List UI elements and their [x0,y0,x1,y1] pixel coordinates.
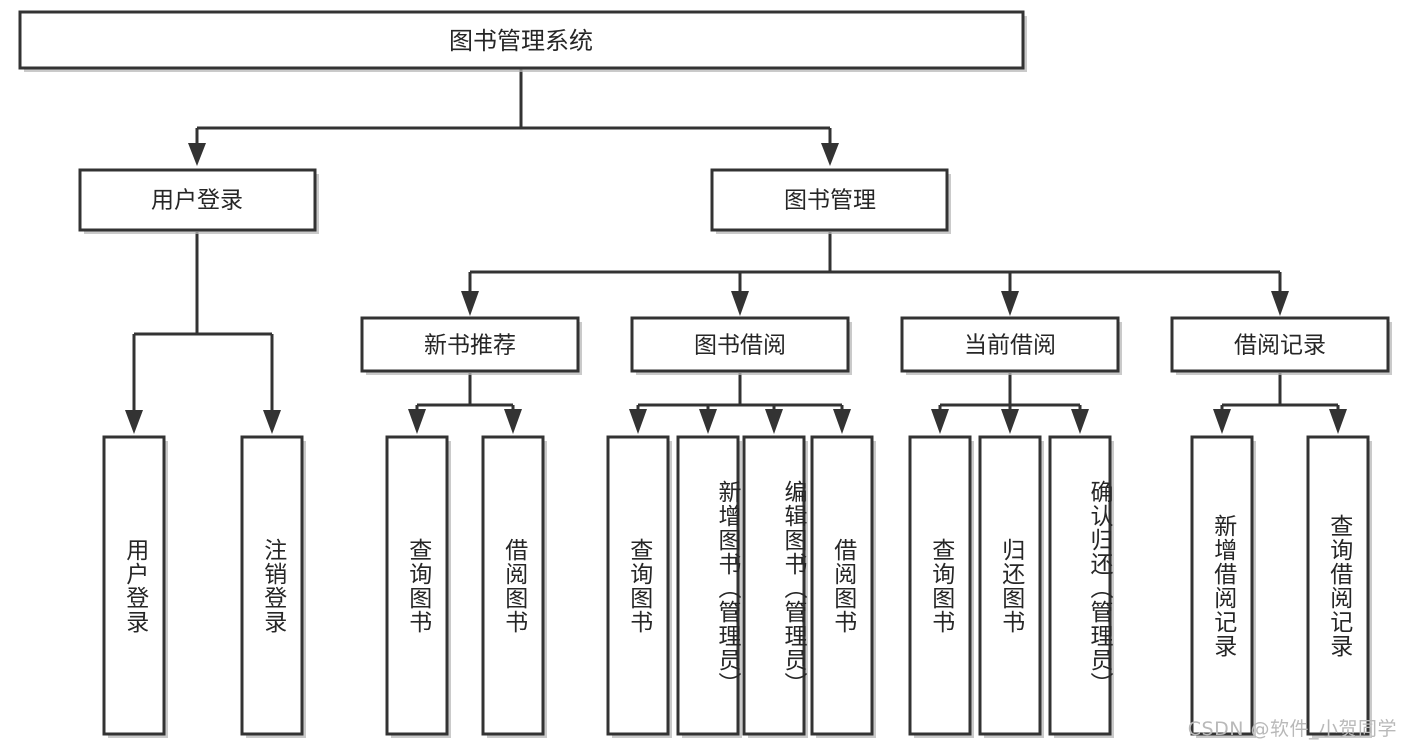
arrowhead-leaf-borrow-book-2 [833,409,851,434]
arrowhead-leaf-query-record [1329,409,1347,434]
arrowhead-leaf-borrow-book-1 [504,409,522,434]
arrowhead-leaf-edit-book [765,409,783,434]
arrowhead-current-borrow [1001,291,1019,316]
node-leaf-borrow-book-2[interactable] [810,435,876,738]
node-leaf-query-book-2[interactable] [606,435,672,738]
connector-group-root [188,69,839,166]
arrowhead-book-manage [821,143,839,166]
node-leaf-user-logout[interactable] [240,435,306,738]
watermark-text: CSDN @软件_小贺同学 [1187,718,1397,740]
arrowhead-new-book-recommend [461,291,479,316]
node-book-manage-label: 图书管理 [784,188,876,214]
node-leaf-query-record[interactable] [1306,435,1372,738]
node-leaf-add-book[interactable] [676,435,742,738]
node-leaf-add-record[interactable] [1190,435,1256,738]
node-leaf-query-book-3[interactable] [908,435,974,738]
arrowhead-leaf-query-book-3 [931,409,949,434]
node-new-book-recommend-label: 新书推荐 [424,333,516,359]
node-current-borrow-label: 当前借阅 [964,333,1056,359]
node-leaf-user-login[interactable] [102,435,168,738]
connector-group-new-book-recommend [408,373,522,434]
node-leaf-query-book-1[interactable] [385,435,451,738]
arrowhead-leaf-query-book-1 [408,409,426,434]
node-leaf-return-book[interactable] [978,435,1044,738]
node-root-label: 图书管理系统 [449,27,593,55]
arrowhead-leaf-add-book [699,409,717,434]
connector-group-book-borrow [629,373,851,434]
node-leaf-borrow-book-1[interactable] [481,435,547,738]
node-book-borrow[interactable]: 图书借阅 [630,316,852,375]
arrowhead-user-login [188,143,206,166]
arrowhead-leaf-confirm-return [1071,409,1089,434]
arrowhead-leaf-query-book-2 [629,409,647,434]
connector-group-borrow-record [1213,373,1347,434]
connector-group-current-borrow [931,373,1089,434]
node-book-manage[interactable]: 图书管理 [710,168,951,234]
node-borrow-record[interactable]: 借阅记录 [1170,316,1392,375]
arrowhead-book-borrow [731,291,749,316]
arrowhead-leaf-add-record [1213,409,1231,434]
node-leaf-confirm-return[interactable] [1048,435,1114,738]
leaf-boxes [102,435,1372,738]
node-current-borrow[interactable]: 当前借阅 [900,316,1122,375]
arrowhead-leaf-user-logout [263,410,281,434]
node-leaf-edit-book[interactable] [742,435,808,738]
arrowhead-leaf-return-book [1001,409,1019,434]
node-user-login-label: 用户登录 [151,188,243,214]
node-book-borrow-label: 图书借阅 [694,333,786,359]
arrowhead-borrow-record [1271,291,1289,316]
connector-group-user-login [125,232,281,434]
connector-group-book-manage [461,232,1289,316]
node-new-book-recommend[interactable]: 新书推荐 [360,316,582,375]
node-user-login[interactable]: 用户登录 [78,168,319,234]
node-borrow-record-label: 借阅记录 [1234,333,1326,359]
node-root[interactable]: 图书管理系统 [18,10,1027,72]
arrowhead-leaf-user-login [125,410,143,434]
